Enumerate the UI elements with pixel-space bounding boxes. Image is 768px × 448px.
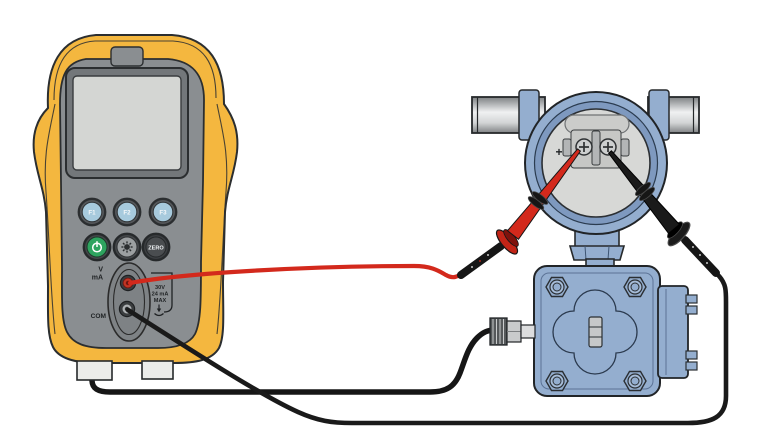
function-key-f2: F2 [112,197,142,227]
rating-bracket [151,272,173,313]
sensor-body-inner-line [540,272,654,390]
body-bolt-bottom-left [545,370,569,392]
red-probe-shaft [506,148,582,241]
neck-hex-facet-1 [584,245,587,261]
terminal-post-right [620,138,630,157]
fitting-knurl-lines [492,319,504,344]
red-probe-speck-3 [487,254,489,256]
fitting-tube [520,324,536,339]
f1-label: F1 [88,209,96,216]
max-input-icon [154,304,164,317]
black-test-probe [607,150,720,277]
pressure-hose [89,327,498,395]
red-test-probe [457,148,582,279]
red-probe-collar-2 [531,191,549,205]
flange-stud-3 [685,350,698,360]
red-probe-speck-1 [471,266,473,268]
black-probe-speck-2 [699,254,701,256]
f2-cap [116,201,138,223]
body-bolt-top-left [545,276,569,298]
black-probe-speck-1 [706,262,708,264]
rating-current: 24 mA [152,292,169,298]
recess-inner [112,268,146,336]
com-label: COM [91,313,107,320]
black-probe-speck-3 [692,246,694,248]
polarity-plus-label: + [555,145,562,159]
calibrator-device: F1 F2 F3 [32,34,239,381]
black-probe-handle [681,236,720,277]
foot-left [76,360,113,381]
black-probe-collar-2 [635,182,651,196]
function-key-f1: F1 [77,197,107,227]
screen [72,75,182,171]
terminal-recess [107,262,151,342]
vent-plug [588,316,603,348]
f2-label: F2 [123,209,131,216]
rating-label-block: 30V 24 mA MAX [151,272,173,317]
red-probe-speck-2 [479,260,481,262]
holster-seam-top [53,40,217,101]
f3-cap [152,201,174,223]
red-probe-handle [457,242,505,279]
body-bolt-top-right [623,276,647,298]
ma-label: mA [92,275,103,282]
terminal-post-center [591,130,601,166]
hose-fitting [489,317,536,346]
rating-max: MAX [154,298,167,304]
body-bolt-bottom-right [623,370,647,392]
flange-right [657,285,689,379]
foot-right [141,360,174,380]
terminal-post-left [562,138,572,157]
zero-cap [145,236,167,258]
f3-label: F3 [159,209,167,216]
zero-button: ZERO [141,232,171,262]
rating-voltage: 30V [155,285,165,291]
function-key-f3: F3 [148,197,178,227]
zero-label: ZERO [148,245,164,251]
power-icon [91,241,103,253]
neck-hex-facet-2 [607,245,610,261]
red-test-lead [127,263,466,286]
backlight-icon [121,241,133,253]
flange-stud-2 [685,305,698,315]
v-label: V [98,267,103,274]
f1-cap [81,201,103,223]
holster-seam-right [216,103,228,335]
black-test-lead [125,273,729,426]
transmitter-neck [568,229,626,272]
backlight-button [112,232,142,262]
flange-stud-4 [685,361,698,371]
flange-stud-1 [685,294,698,304]
hanging-tab [110,46,144,67]
power-button [82,232,112,262]
neck-hex [568,245,626,261]
holster-seam-left [44,103,56,335]
